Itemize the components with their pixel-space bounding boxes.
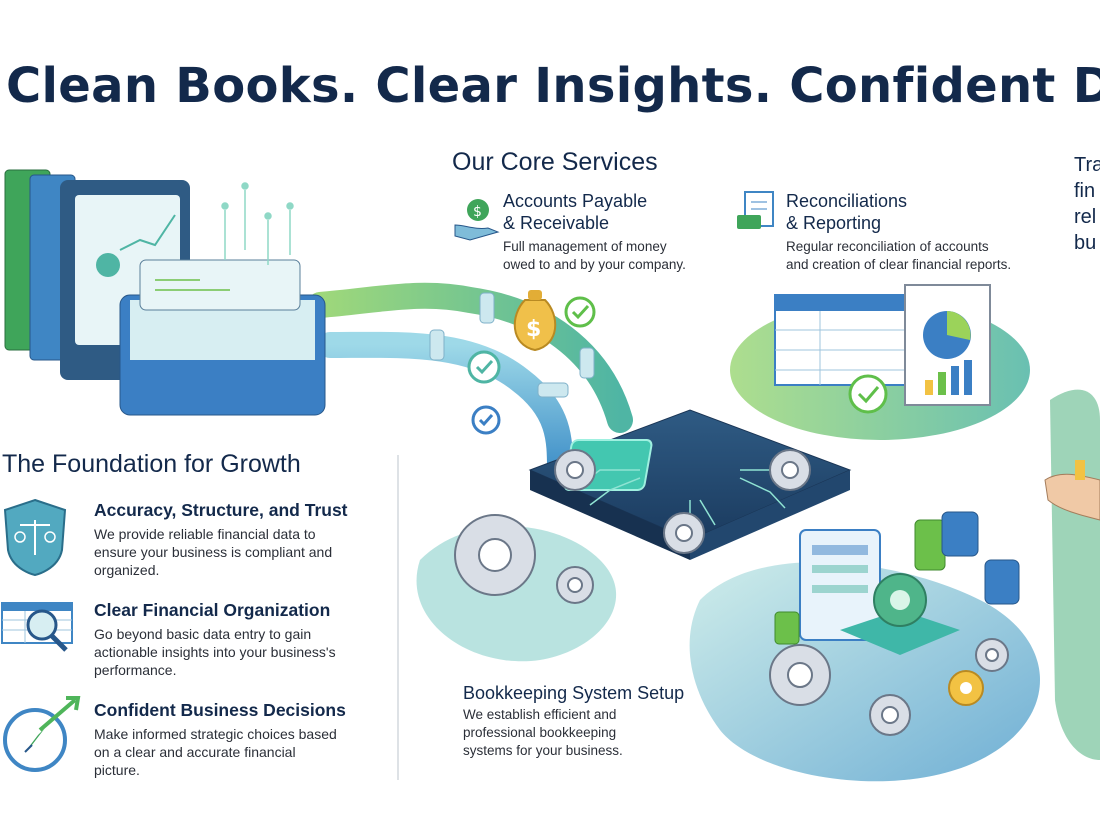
- invoice-money-icon: [737, 191, 774, 229]
- service-bookkeeping-desc-line3: systems for your business.: [463, 743, 623, 758]
- foundation-item-desc-line1: Make informed strategic choices based: [94, 726, 337, 742]
- service-reconciliations: Reconciliations & Reporting Regular reco…: [786, 190, 1011, 274]
- svg-text:$: $: [526, 317, 541, 342]
- service-bookkeeping-title: Bookkeeping System Setup: [463, 683, 685, 703]
- foundation-item-desc-line3: organized.: [94, 562, 160, 578]
- foundation-item-decisions: Confident Business Decisions Make inform…: [94, 700, 346, 779]
- service-bookkeeping-desc-line1: We establish efficient and: [463, 707, 617, 722]
- foundation-item-desc-line1: We provide reliable financial data to: [94, 526, 316, 542]
- right-partial-text: Tra fin rel bu: [1074, 152, 1100, 256]
- service-recon-desc-line1: Regular reconciliation of accounts: [786, 239, 989, 254]
- hand-coin-icon: $: [454, 199, 500, 241]
- service-recon-desc-line2: and creation of clear financial reports.: [786, 257, 1012, 272]
- svg-text:$: $: [473, 204, 482, 220]
- shield-scales-icon: [3, 498, 67, 577]
- service-ap-ar-desc-line2: owed to and by your company.: [503, 257, 686, 272]
- compass-arrow-icon: [3, 696, 81, 772]
- right-partial-line4: bu: [1074, 232, 1097, 254]
- service-recon-title-line1: Reconciliations: [786, 191, 908, 211]
- service-bookkeeping: Bookkeeping System Setup We establish ef…: [463, 682, 684, 760]
- service-recon-title-line2: & Reporting: [786, 213, 882, 233]
- service-ap-ar-title-line1: Accounts Payable: [503, 191, 648, 211]
- foundation-item-desc-line3: performance.: [94, 662, 177, 678]
- service-ap-ar-title-line2: & Receivable: [503, 213, 610, 233]
- services-heading: Our Core Services: [452, 148, 658, 176]
- service-bookkeeping-desc-line2: professional bookkeeping: [463, 725, 617, 740]
- right-partial-line1: Tra: [1074, 154, 1100, 176]
- foundation-item-desc-line2: actionable insights into your business's: [94, 644, 336, 660]
- foundation-heading: The Foundation for Growth: [2, 450, 301, 478]
- foundation-item-title: Clear Financial Organization: [94, 600, 331, 620]
- foundation-item-desc-line2: on a clear and accurate financial: [94, 744, 296, 760]
- service-ap-ar: Accounts Payable & Receivable Full manag…: [503, 190, 686, 274]
- money-bag-icon: $: [513, 290, 557, 352]
- foundation-item-organization: Clear Financial Organization Go beyond b…: [94, 600, 336, 679]
- foundation-item-title: Confident Business Decisions: [94, 700, 346, 720]
- right-partial-line2: fin: [1074, 180, 1096, 202]
- page-headline: Clean Books. Clear Insights. Confident D: [6, 58, 1100, 114]
- spreadsheet-magnifier-icon: [1, 602, 73, 652]
- right-partial-line3: rel: [1074, 206, 1097, 228]
- foundation-item-desc-line2: ensure your business is compliant and: [94, 544, 333, 560]
- service-ap-ar-desc-line1: Full management of money: [503, 239, 667, 254]
- foundation-item-desc-line3: picture.: [94, 762, 140, 778]
- foundation-item-accuracy: Accuracy, Structure, and Trust We provid…: [94, 500, 348, 579]
- foundation-item-title: Accuracy, Structure, and Trust: [94, 500, 348, 520]
- foundation-item-desc-line1: Go beyond basic data entry to gain: [94, 626, 312, 642]
